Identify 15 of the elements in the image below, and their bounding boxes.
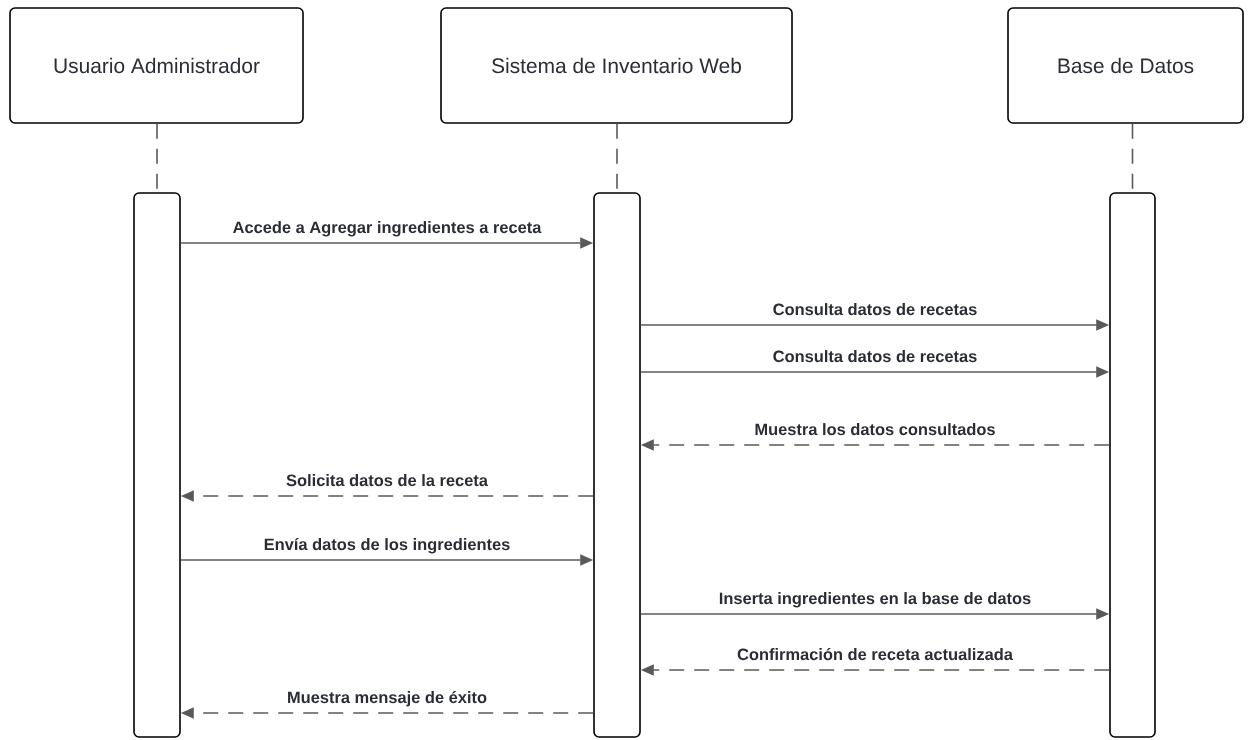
- edge-label: Muestra mensaje de éxito: [285, 689, 489, 708]
- edge-label: Confirmación de receta actualizada: [736, 646, 1014, 662]
- actor-box: Sistema de Inventario Web: [440, 7, 793, 124]
- activation-bar: [593, 192, 641, 738]
- edge-label: Consulta datos de recetas: [771, 302, 979, 317]
- activation-bar: [133, 192, 181, 738]
- edge-label: Muestra los datos consultados: [753, 422, 997, 437]
- edge-label: Accede a Agregar ingredientes a receta: [231, 220, 543, 238]
- edge-label: Consulta datos de recetas: [771, 349, 979, 364]
- activation-bar: [1109, 192, 1156, 738]
- edge-label: Inserta ingredientes en la base de datos: [717, 591, 1033, 609]
- actor-box: Base de Datos: [1007, 7, 1244, 124]
- edge-label: Solicita datos de la receta: [285, 473, 489, 488]
- actor-box: Usuario Administrador: [9, 7, 304, 124]
- edge-label: Envía datos de los ingredientes: [262, 536, 512, 555]
